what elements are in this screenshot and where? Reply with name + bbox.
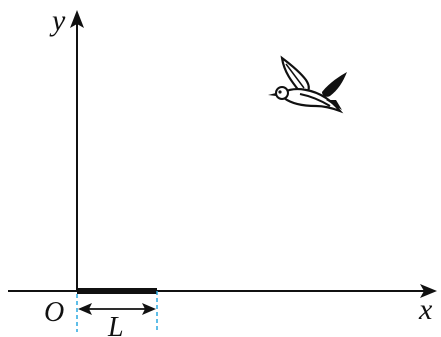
x-axis-label: x (418, 293, 433, 326)
length-label: L (107, 312, 124, 337)
origin-label: O (44, 297, 64, 328)
bird-icon (268, 55, 347, 114)
length-arrow-right-head (142, 303, 156, 315)
y-axis-arrowhead (70, 10, 84, 28)
x-axis-arrowhead (420, 284, 437, 298)
y-axis-label: y (49, 4, 66, 37)
length-arrow-left-head (78, 303, 92, 315)
